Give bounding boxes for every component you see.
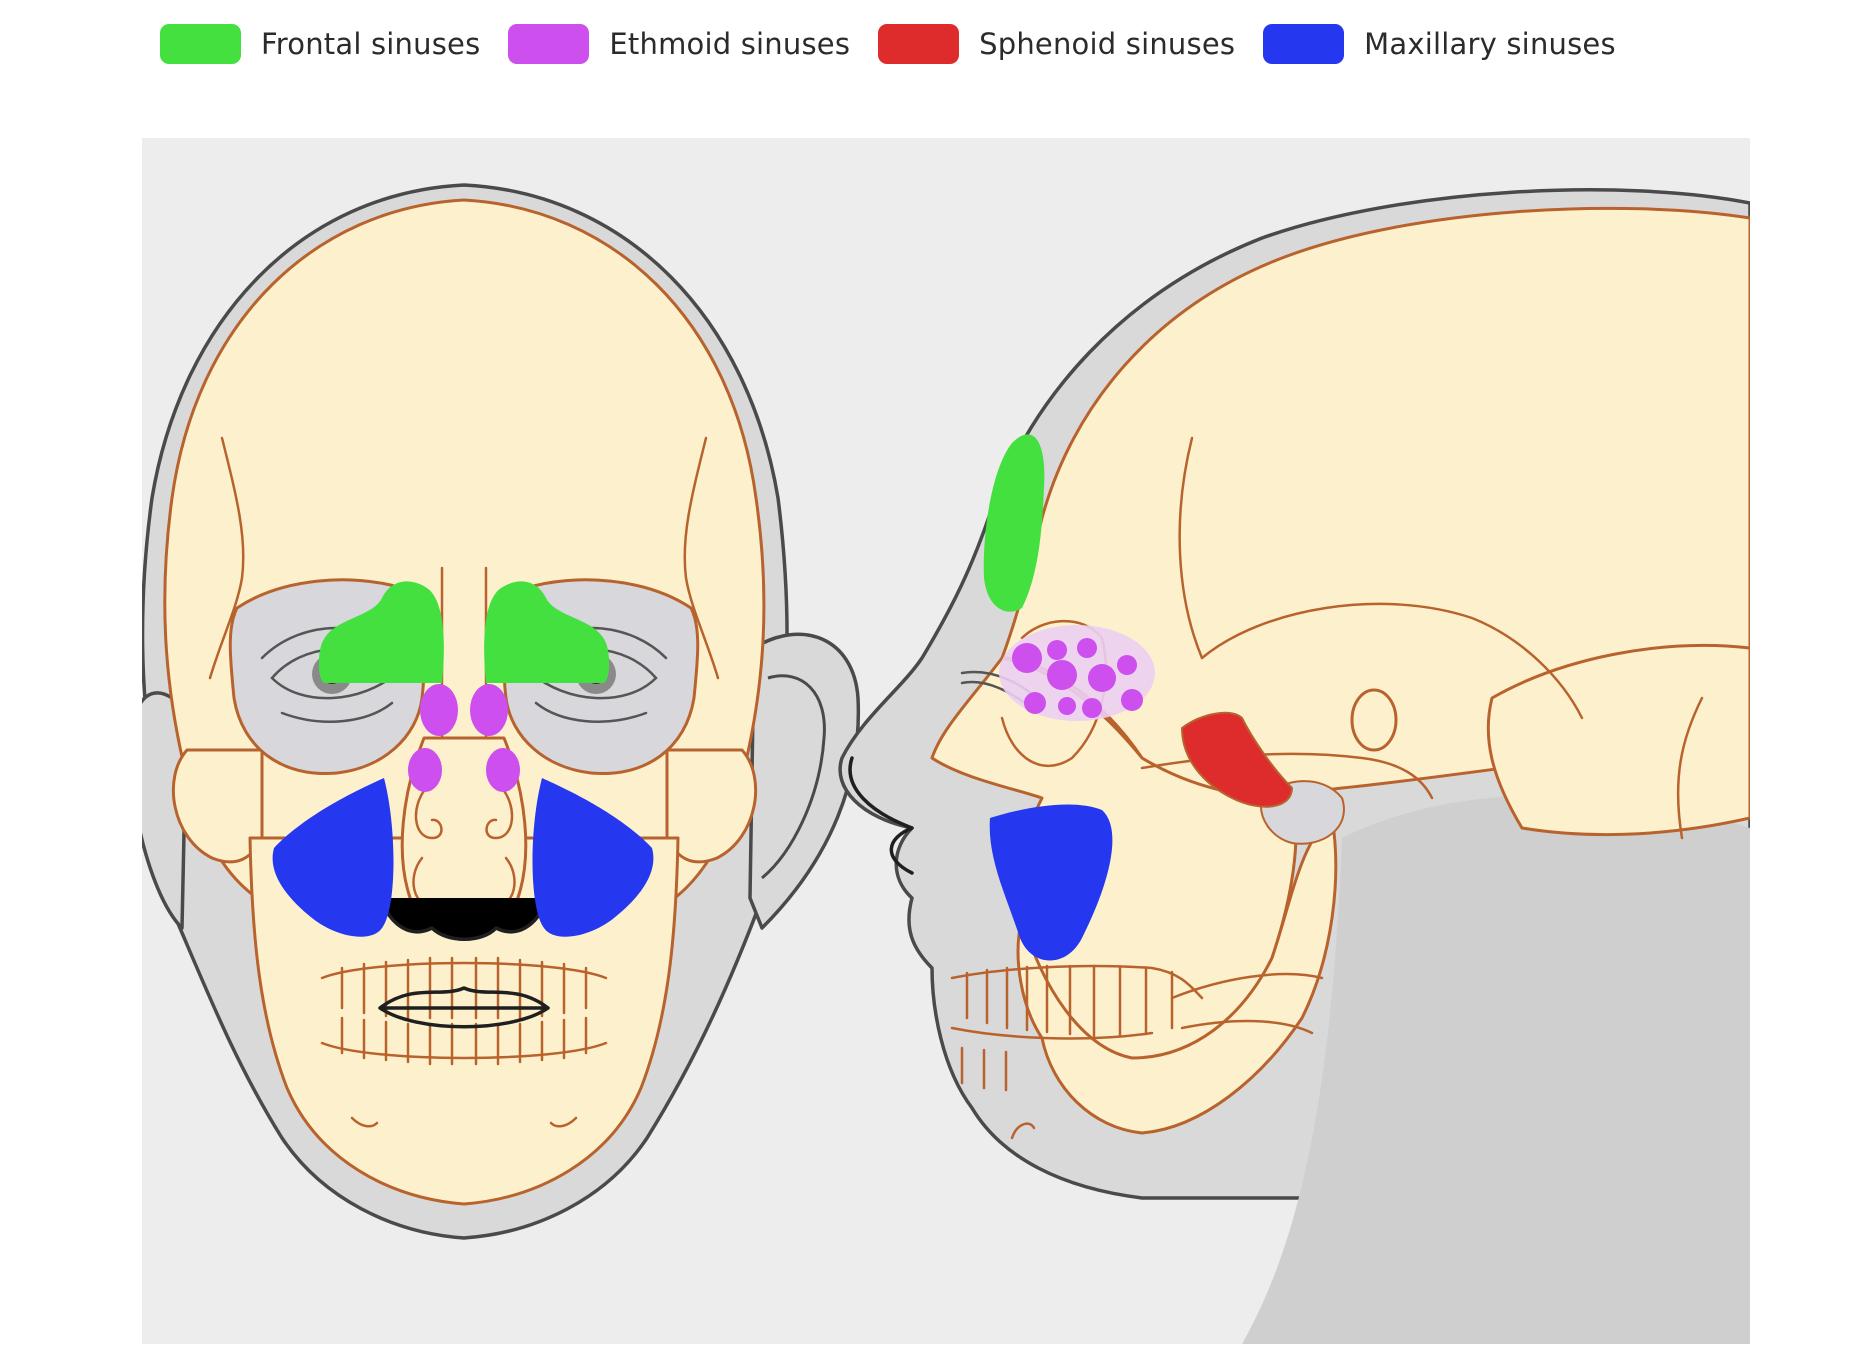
lateral-suture-temporal bbox=[1200, 602, 1584, 720]
lateral-ethmoid-cell-8 bbox=[1058, 697, 1076, 715]
lateral-ethmoid-cell-7 bbox=[1024, 692, 1046, 714]
lateral-frontal-sinus bbox=[983, 434, 1045, 612]
frontal-temporal-line-right bbox=[683, 436, 720, 680]
legend-label-maxillary: Maxillary sinuses bbox=[1364, 27, 1616, 61]
lateral-skull-view bbox=[838, 188, 1750, 1344]
lateral-suture-back bbox=[1676, 696, 1704, 840]
lateral-jaw-lines bbox=[1170, 972, 1324, 1035]
legend-item-frontal: Frontal sinuses bbox=[160, 24, 480, 64]
lateral-ethmoid-cell-4 bbox=[1047, 660, 1077, 690]
lateral-ethmoid-cell-3 bbox=[1077, 638, 1097, 658]
frontal-sinus-left bbox=[318, 581, 444, 683]
frontal-maxillary-sinus-right bbox=[532, 778, 654, 937]
lateral-occipital bbox=[1486, 643, 1750, 837]
frontal-ethmoid-cell-1 bbox=[420, 684, 458, 736]
frontal-swatch bbox=[160, 24, 241, 64]
legend-label-ethmoid: Ethmoid sinuses bbox=[609, 27, 851, 61]
frontal-nasal-conchae bbox=[412, 786, 516, 908]
sinus-illustration bbox=[142, 183, 1750, 1344]
legend-label-frontal: Frontal sinuses bbox=[261, 27, 481, 61]
legend-item-sphenoid: Sphenoid sinuses bbox=[878, 24, 1235, 64]
frontal-ear-right bbox=[748, 632, 861, 930]
frontal-temporal-line-left bbox=[208, 436, 245, 680]
legend: Frontal sinuses Ethmoid sinuses Sphenoid… bbox=[160, 12, 1644, 76]
lateral-mandible bbox=[1016, 816, 1338, 1135]
legend-item-maxillary: Maxillary sinuses bbox=[1263, 24, 1616, 64]
lateral-ethmoid-cell-6 bbox=[1117, 655, 1137, 675]
legend-item-ethmoid: Ethmoid sinuses bbox=[508, 24, 850, 64]
lateral-suture-coronal bbox=[1178, 436, 1204, 660]
frontal-skull-view bbox=[142, 183, 861, 1240]
lateral-cranium bbox=[1000, 206, 1750, 796]
lateral-sphenoid-sinus bbox=[1180, 711, 1294, 808]
frontal-teeth bbox=[320, 956, 608, 1066]
legend-label-sphenoid: Sphenoid sinuses bbox=[979, 27, 1236, 61]
sphenoid-swatch bbox=[878, 24, 960, 64]
lateral-chin-mark bbox=[1010, 1122, 1036, 1140]
frontal-lips bbox=[378, 986, 550, 1029]
frontal-ear-left bbox=[142, 691, 188, 930]
lateral-neck-shadow bbox=[1242, 795, 1750, 1344]
lateral-maxillary-sinus bbox=[989, 804, 1113, 961]
frontal-ethmoid-cell-2 bbox=[470, 684, 508, 736]
frontal-ear-right-inner bbox=[761, 674, 826, 880]
lateral-ethmoid-cell-10 bbox=[1121, 689, 1143, 711]
lateral-ethmoid-cell-9 bbox=[1082, 698, 1102, 718]
lateral-ethmoid-cell-5 bbox=[1088, 664, 1116, 692]
ethmoid-swatch bbox=[508, 24, 590, 64]
frontal-chin-marks bbox=[350, 1116, 578, 1128]
lateral-teeth bbox=[950, 964, 1204, 1092]
lateral-ethmoid-cell-2 bbox=[1047, 640, 1067, 660]
frontal-nose bbox=[378, 896, 550, 941]
frontal-ethmoid-cell-3 bbox=[408, 748, 442, 792]
lateral-ear-canal bbox=[1350, 688, 1398, 752]
maxillary-swatch bbox=[1263, 24, 1345, 64]
frontal-maxillary-sinus-left bbox=[272, 778, 394, 937]
illustration-panel bbox=[142, 138, 1750, 1344]
lateral-ethmoid-cell-1 bbox=[1012, 643, 1042, 673]
frontal-ethmoid-cell-4 bbox=[486, 748, 520, 792]
lateral-nose-outline bbox=[848, 756, 914, 875]
frontal-sinus-right bbox=[484, 581, 610, 683]
